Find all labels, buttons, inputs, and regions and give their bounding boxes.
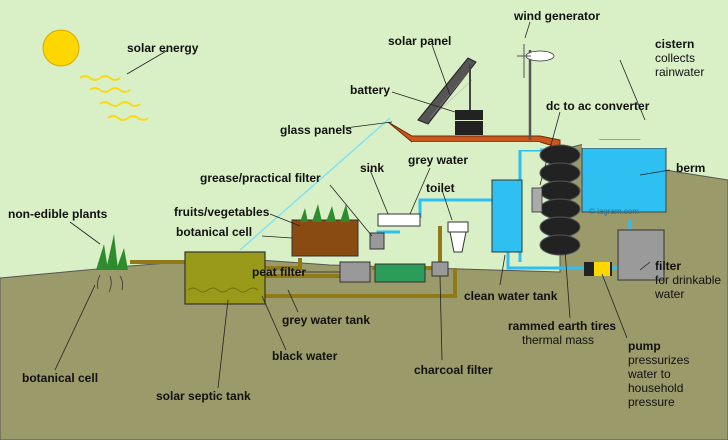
toilet (447, 221, 469, 253)
leader-lines (54, 21, 671, 389)
label-cistern-desc-1: collects (655, 51, 695, 65)
rammed-earth-tires (539, 144, 581, 256)
grease-filter (369, 232, 385, 250)
non-edible-plants (96, 234, 128, 270)
label-black-water: black water (272, 349, 338, 363)
label-grey-water-tank: grey water tank (282, 313, 370, 327)
label-thermal-mass: thermal mass (522, 333, 594, 347)
label-solar-energy: solar energy (127, 41, 199, 55)
clean-water-tank (491, 179, 523, 253)
sun (42, 29, 80, 67)
label-battery: battery (350, 83, 390, 97)
label-filter: filter (655, 259, 681, 273)
label-cistern: cistern (655, 37, 694, 51)
label-watermark: © iagram.com (589, 207, 639, 216)
label-fruits-vegetables: fruits/vegetables (174, 205, 270, 219)
solar-rays (79, 75, 149, 121)
label-botanical-cell-outer: botanical cell (22, 371, 98, 385)
filter-box (617, 229, 665, 281)
label-pump-desc-4: pressure (628, 395, 675, 409)
label-berm: berm (676, 161, 705, 175)
cistern (581, 147, 667, 213)
label-cistern-desc-2: rainwater (655, 65, 704, 79)
grey-water-tank (374, 263, 426, 283)
charcoal-filter (431, 261, 449, 277)
label-wind-generator: wind generator (513, 9, 600, 23)
botanical-cell-inner (291, 219, 359, 257)
plant-roots (96, 274, 124, 293)
label-solar-septic-tank: solar septic tank (156, 389, 251, 403)
sunlight-beam (239, 117, 391, 251)
label-pump: pump (628, 339, 661, 353)
label-botanical-cell-inner: botanical cell (176, 225, 252, 239)
pipes (130, 226, 457, 298)
label-grey-water-top: grey water (408, 153, 468, 167)
dc-ac-converter (531, 187, 543, 213)
label-peat-filter: peat filter (252, 265, 306, 279)
label-pump-desc-2: water to (627, 367, 671, 381)
label-glass-panels: glass panels (280, 123, 352, 137)
label-dc-to-ac: dc to ac converter (546, 99, 650, 113)
house-interior (412, 142, 540, 150)
label-grease-filter: grease/practical filter (200, 171, 321, 185)
label-filter-desc-2: water (654, 287, 684, 301)
label-pump-desc-1: pressurizes (628, 353, 689, 367)
label-non-edible-plants: non-edible plants (8, 207, 108, 221)
label-pump-desc-3: household (628, 381, 683, 395)
label-charcoal-filter: charcoal filter (414, 363, 493, 377)
solar-septic-tank (184, 251, 266, 305)
label-filter-desc-1: for drinkable (655, 273, 721, 287)
label-sink: sink (360, 161, 384, 175)
wind-generator (517, 44, 555, 140)
sink (377, 213, 421, 227)
vegetable-plants (300, 204, 350, 222)
pump (584, 262, 612, 276)
label-toilet: toilet (426, 181, 455, 195)
battery (455, 110, 483, 135)
label-clean-water-tank: clean water tank (464, 289, 558, 303)
label-rammed-earth: rammed earth tires (508, 319, 616, 333)
peat-filter (339, 261, 371, 283)
label-solar-panel: solar panel (388, 34, 451, 48)
